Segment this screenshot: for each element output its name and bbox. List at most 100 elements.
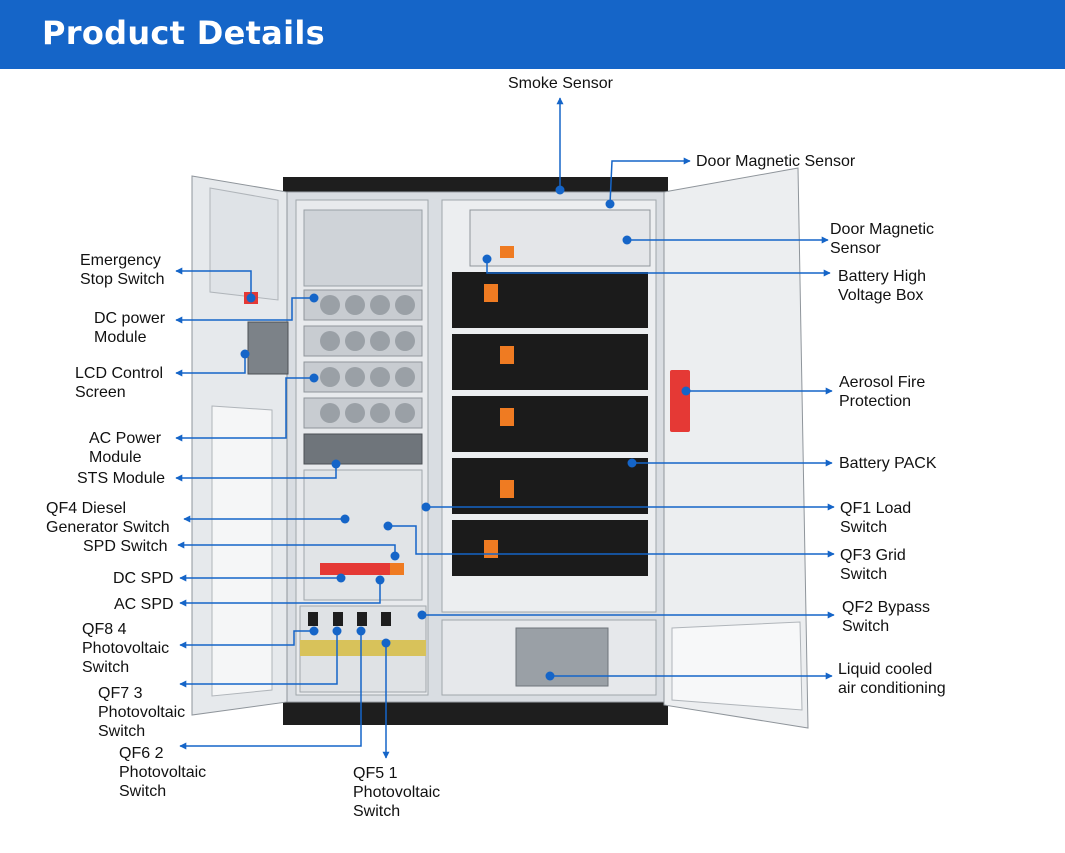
lcd-screen-unit [247, 321, 289, 375]
label-line: Door Magnetic [830, 221, 935, 238]
hv-box-switch [500, 246, 514, 258]
label-line: Switch [840, 519, 888, 536]
rack-blank-panel [303, 209, 423, 287]
callout-qf3-grid-switch [388, 525, 835, 558]
label-battery-high-voltage-box: Battery High Voltage Box [838, 267, 926, 305]
label-aerosol-fire-protection: Aerosol Fire Protection [839, 373, 925, 411]
label-line: Door Magnetic Sensor [696, 153, 856, 170]
callout-sts-module [175, 464, 337, 482]
label-liquid-cooled-ac: Liquid cooled air conditioning [838, 660, 946, 698]
label-line: Screen [75, 384, 126, 401]
switch-panel [303, 469, 423, 601]
battery-pack-2 [452, 334, 648, 390]
label-line: QF5 1 [353, 765, 398, 782]
label-qf7-pv-switch: QF7 3 Photovoltaic Switch [98, 684, 185, 741]
label-dc-power-module: DC power Module [94, 309, 165, 347]
callout-qf8-pv-switch [179, 630, 314, 649]
label-line: Photovoltaic [82, 640, 170, 657]
label-qf8-pv-switch: QF8 4 Photovoltaic Switch [82, 620, 169, 677]
label-line: Generator Switch [46, 519, 170, 536]
label-line: Photovoltaic [98, 704, 186, 721]
label-line: Module [89, 449, 142, 466]
cabinet-illustration [191, 167, 809, 729]
callout-door-magnetic-sensor-1 [609, 157, 691, 205]
label-line: Photovoltaic [119, 764, 207, 781]
label-qf2-bypass-switch: QF2 Bypass Switch [842, 598, 930, 636]
label-line: LCD Control [75, 365, 164, 382]
callout-qf6-pv-switch [179, 631, 362, 750]
label-line: Aerosol Fire [839, 374, 926, 391]
spd-bar-tip [390, 563, 404, 575]
label-line: QF7 3 [98, 685, 143, 702]
spd-bar [320, 563, 390, 575]
label-line: QF8 4 [82, 621, 127, 638]
cabinet-top [283, 177, 668, 194]
module-fans [320, 295, 415, 423]
label-line: Stop Switch [80, 271, 165, 288]
label-line: QF2 Bypass [842, 599, 931, 616]
page-title: Product Details [42, 14, 325, 52]
callout-qf7-pv-switch [179, 631, 338, 688]
label-line: SPD Switch [83, 538, 168, 555]
callout-ac-spd [179, 580, 381, 607]
label-line: QF6 2 [119, 745, 164, 762]
label-spd-switch: SPD Switch [83, 537, 167, 556]
cabinet-base [283, 700, 668, 725]
battery-pack-4 [452, 458, 648, 514]
label-line: Photovoltaic [353, 784, 441, 801]
label-qf1-load-switch: QF1 Load Switch [840, 499, 911, 537]
label-ac-spd: AC SPD [114, 595, 174, 614]
label-line: Battery High [838, 268, 927, 285]
label-line: QF3 Grid [840, 547, 906, 564]
callout-battery-high-voltage-box [486, 259, 831, 277]
label-line: Voltage Box [838, 287, 924, 304]
battery-pack-3 [452, 396, 648, 452]
pv-busbar [300, 640, 426, 656]
left-door-window [209, 187, 279, 301]
label-qf4-diesel-generator-switch: QF4 Diesel Generator Switch [46, 499, 170, 537]
label-door-magnetic-sensor-2: Door Magnetic Sensor [830, 220, 934, 258]
callout-emergency-stop-switch [175, 267, 252, 298]
label-line: Sensor [830, 240, 881, 257]
label-line: Switch [842, 618, 890, 635]
label-line: AC Power [89, 430, 162, 447]
label-line: Emergency [80, 252, 161, 269]
label-line: air conditioning [838, 680, 946, 697]
label-line: Smoke Sensor [508, 75, 613, 92]
sts-module-unit [303, 433, 423, 465]
pv-switches [308, 612, 391, 626]
label-line: Battery PACK [839, 455, 937, 472]
label-line: STS Module [77, 470, 166, 487]
label-line: QF4 Diesel [46, 500, 127, 517]
right-door-vent [671, 621, 803, 711]
label-line: AC SPD [114, 596, 174, 613]
label-door-magnetic-sensor-1: Door Magnetic Sensor [696, 152, 855, 171]
callout-lcd-control-screen [175, 354, 246, 377]
label-qf5-pv-switch: QF5 1 Photovoltaic Switch [353, 764, 440, 821]
air-conditioner-grille [515, 627, 609, 687]
label-line: Liquid cooled [838, 661, 933, 678]
label-dc-spd: DC SPD [113, 569, 173, 588]
aerosol-fire-unit [670, 370, 690, 432]
label-smoke-sensor: Smoke Sensor [508, 74, 613, 93]
label-ac-power-module: AC Power Module [89, 429, 161, 467]
label-sts-module: STS Module [77, 469, 165, 488]
label-lcd-control-screen: LCD Control Screen [75, 364, 163, 402]
label-line: QF1 Load [840, 500, 912, 517]
label-line: Switch [353, 803, 401, 820]
label-qf6-pv-switch: QF6 2 Photovoltaic Switch [119, 744, 206, 801]
battery-pack-1 [452, 272, 648, 328]
label-emergency-stop-switch: Emergency Stop Switch [80, 251, 164, 289]
label-line: Switch [840, 566, 888, 583]
label-line: DC power [94, 310, 166, 327]
callouts [175, 97, 835, 759]
label-line: Module [94, 329, 147, 346]
callout-dc-power-module [175, 297, 314, 324]
callout-anchors [240, 185, 691, 681]
right-door [663, 167, 809, 729]
label-line: Switch [82, 659, 130, 676]
callout-ac-power-module [175, 377, 314, 442]
label-qf3-grid-switch: QF3 Grid Switch [840, 546, 906, 584]
label-line: DC SPD [113, 570, 174, 587]
